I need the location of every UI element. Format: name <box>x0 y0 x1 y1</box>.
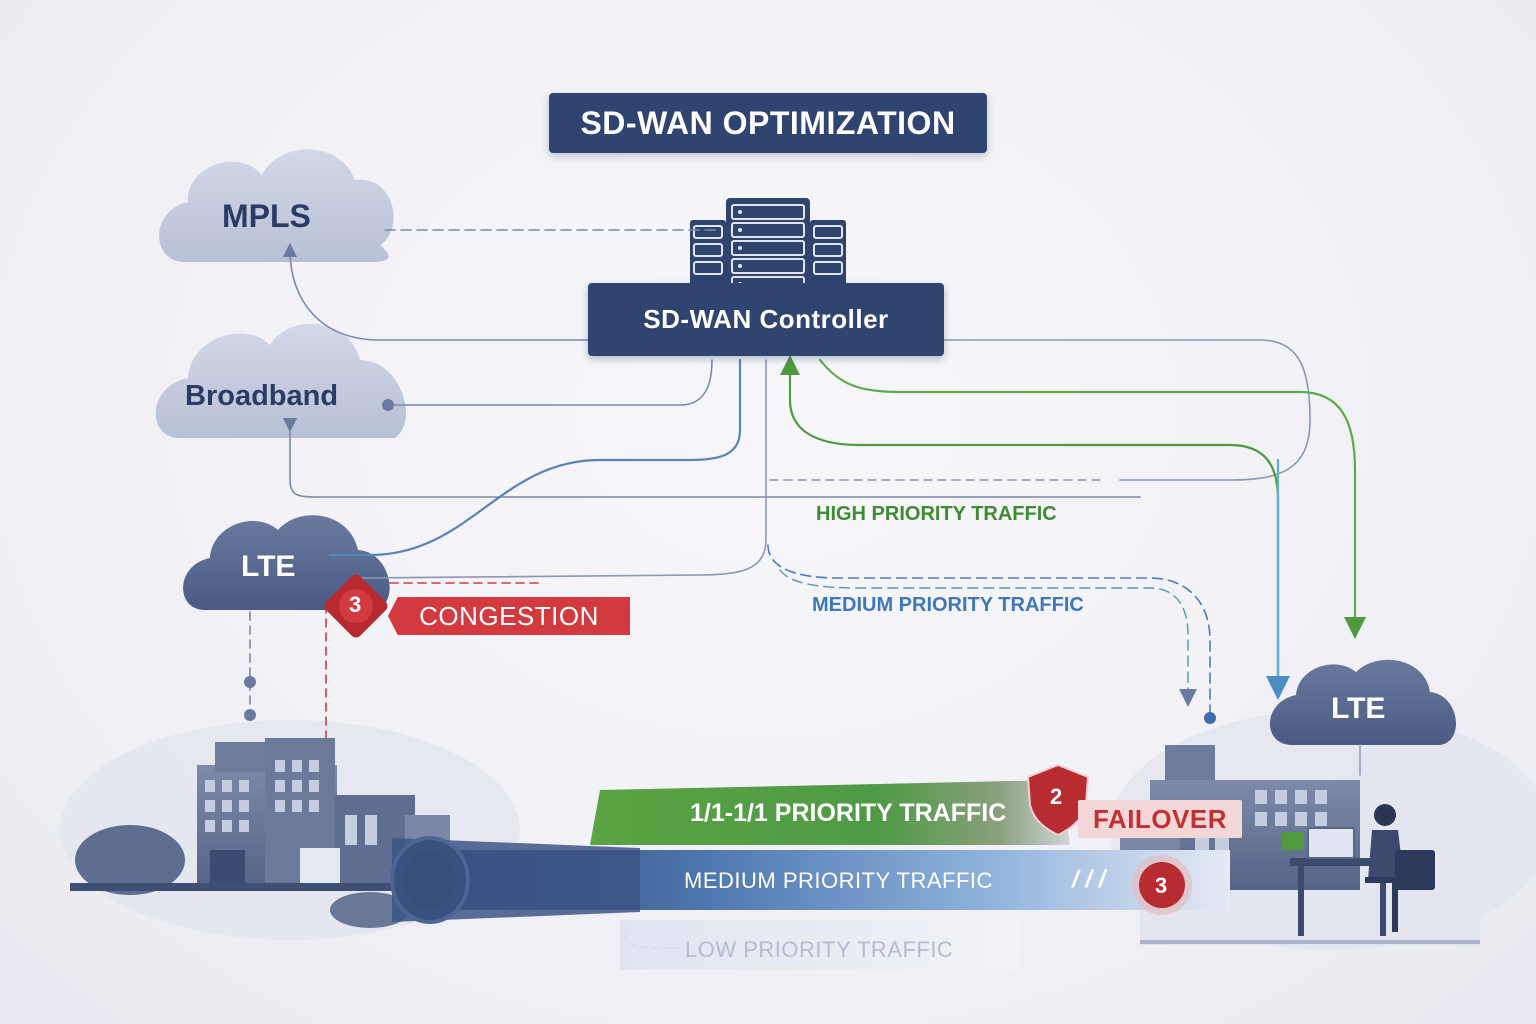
broadband-cloud <box>155 323 407 438</box>
lte-right-label: LTE <box>1331 692 1386 725</box>
medium-priority-traffic-label: MEDIUM PRIORITY TRAFFIC <box>812 594 1084 616</box>
congestion-marker-icon <box>324 574 388 638</box>
pipe-alert-icon <box>1132 855 1192 915</box>
branch-office-building-left <box>70 738 540 928</box>
pipe-alert-number: 3 <box>1155 873 1168 898</box>
lte-cloud-right <box>1269 659 1457 745</box>
connection-lines <box>244 229 1366 949</box>
failover-marker-number: 2 <box>1050 784 1063 809</box>
failover-badge: FAILOVER <box>1078 800 1242 838</box>
pipe-high-priority-label: 1/1-1/1 PRIORITY TRAFFIC <box>690 799 1007 827</box>
traffic-pipe-bundle <box>390 780 1230 970</box>
user-at-desk-icon <box>1282 804 1435 936</box>
page-title: SD-WAN OPTIMIZATION <box>549 93 987 153</box>
lte-cloud-left <box>183 515 390 610</box>
pipe-low-priority-label: LOW PRIORITY TRAFFIC <box>685 937 954 962</box>
sd-wan-controller-label: SD-WAN Controller <box>588 283 944 356</box>
congestion-badge: CONGESTION <box>388 597 630 635</box>
lte-left-label: LTE <box>241 550 296 583</box>
high-priority-traffic-label: HIGH PRIORITY TRAFFIC <box>816 503 1057 525</box>
server-rack-icon <box>690 198 846 296</box>
pipe-medium-priority-label: MEDIUM PRIORITY TRAFFIC <box>684 868 993 893</box>
mpls-label: MPLS <box>222 198 311 234</box>
broadband-label: Broadband <box>185 380 339 412</box>
mpls-cloud <box>159 149 394 262</box>
pipe-slashes: / / / <box>1072 866 1106 893</box>
congestion-marker-number: 3 <box>349 592 362 617</box>
